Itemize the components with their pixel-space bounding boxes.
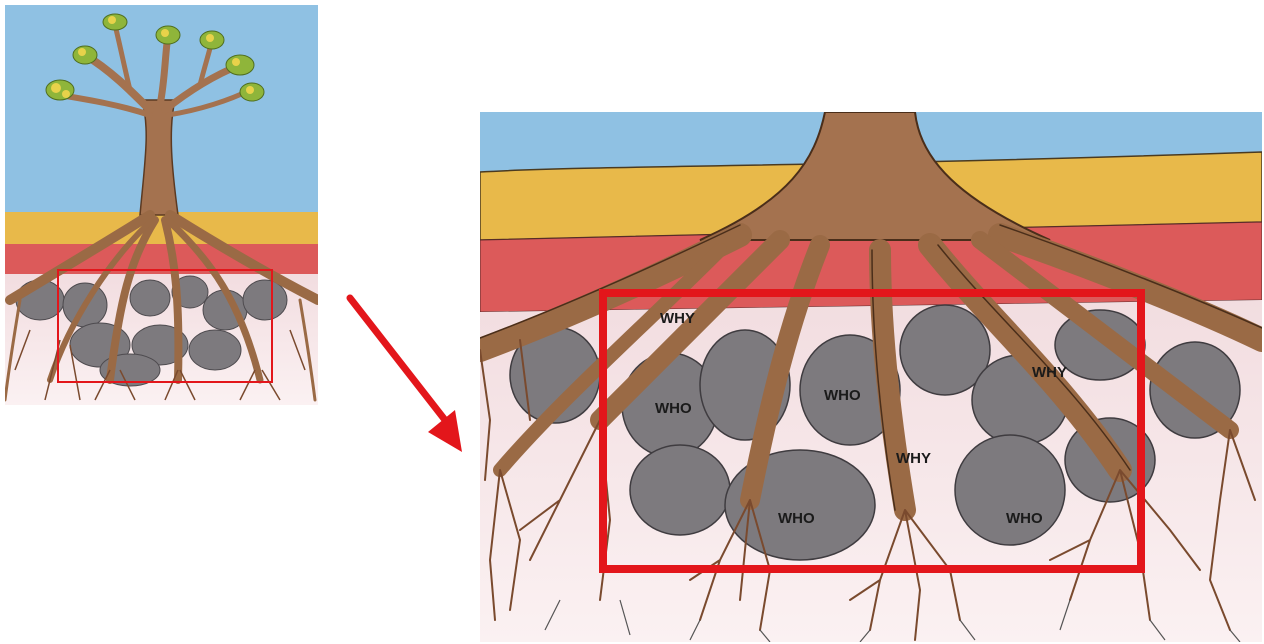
- who-label-1: WHO: [655, 400, 692, 417]
- who-label-4: WHO: [1006, 510, 1043, 527]
- why-label-3: WHY: [896, 450, 931, 467]
- trunk: [140, 100, 178, 215]
- why-label-1: WHY: [660, 310, 695, 327]
- who-label-2: WHO: [824, 387, 861, 404]
- why-label-2: WHY: [1032, 364, 1067, 381]
- who-label-3: WHO: [778, 510, 815, 527]
- arrow-down-right-icon: [350, 298, 462, 452]
- yellow-soil-band: [5, 212, 318, 248]
